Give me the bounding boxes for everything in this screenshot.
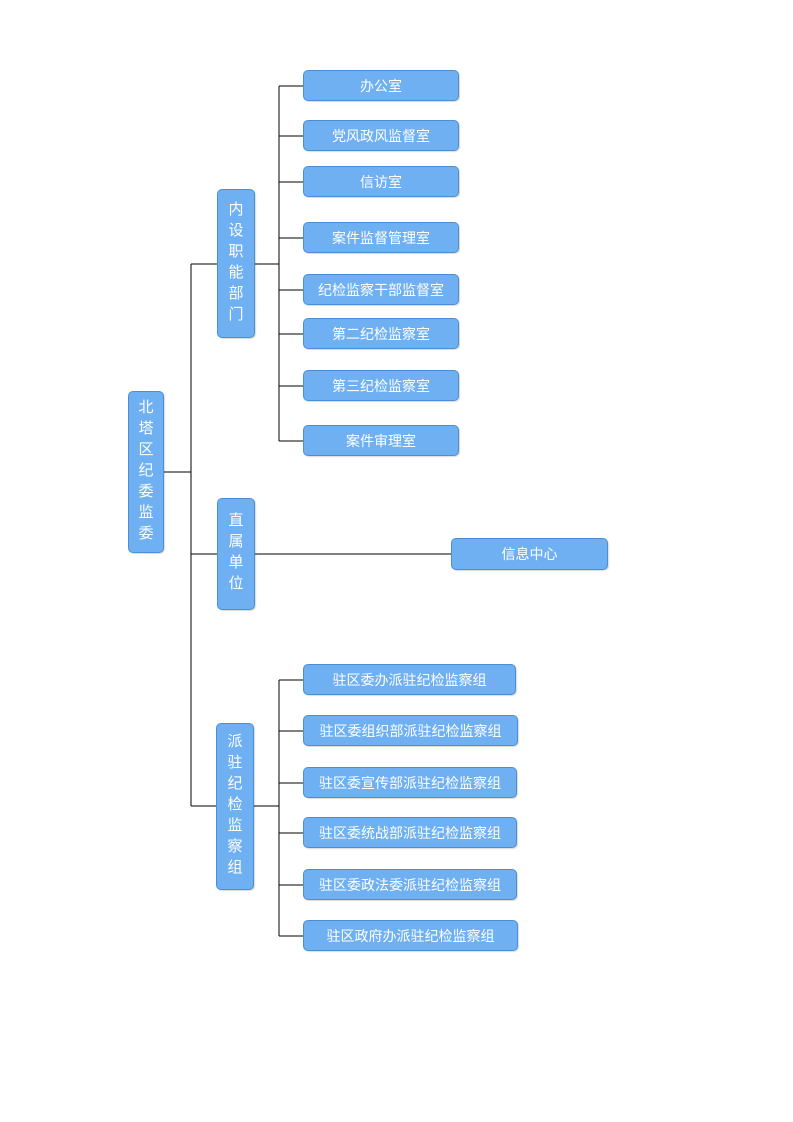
dept-node: 案件监督管理室 <box>303 222 459 253</box>
dept-node: 信访室 <box>303 166 459 197</box>
branch-internal-departments: 内设职能部门 <box>217 189 255 338</box>
root-node: 北塔区纪委监委 <box>128 391 164 553</box>
group-node: 驻区政府办派驻纪检监察组 <box>303 920 518 951</box>
dept-node: 党风政风监督室 <box>303 120 459 151</box>
dept-node: 第三纪检监察室 <box>303 370 459 401</box>
dept-node: 案件审理室 <box>303 425 459 456</box>
group-node: 驻区委统战部派驻纪检监察组 <box>303 817 517 848</box>
dept-node: 第二纪检监察室 <box>303 318 459 349</box>
branch-dispatched-groups: 派驻纪检监察组 <box>216 723 254 890</box>
group-node: 驻区委组织部派驻纪检监察组 <box>303 715 518 746</box>
dept-node: 办公室 <box>303 70 459 101</box>
branch-direct-units: 直属单位 <box>217 498 255 610</box>
unit-node: 信息中心 <box>451 538 608 570</box>
group-node: 驻区委宣传部派驻纪检监察组 <box>303 767 517 798</box>
dept-node: 纪检监察干部监督室 <box>303 274 459 305</box>
group-node: 驻区委政法委派驻纪检监察组 <box>303 869 517 900</box>
group-node: 驻区委办派驻纪检监察组 <box>303 664 516 695</box>
